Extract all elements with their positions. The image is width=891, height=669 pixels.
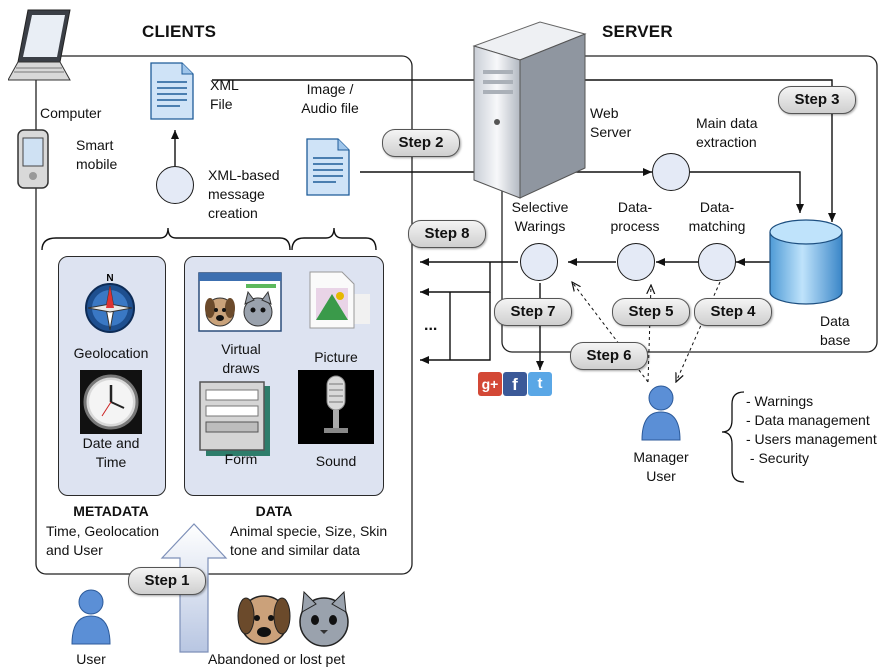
clients-container [35, 55, 413, 575]
facebook-icon[interactable]: f [503, 372, 527, 396]
clients-heading: CLIENTS [142, 22, 217, 41]
pet-icon [232, 588, 356, 648]
image-audio-file-icon [306, 138, 350, 201]
more-clients-ellipsis: ... [424, 317, 438, 334]
form-label: Form [224, 451, 258, 467]
google-plus-icon[interactable]: g+ [478, 372, 502, 396]
form-icon [198, 380, 270, 456]
step-2-button[interactable]: Step 2 [382, 129, 460, 157]
image-audio-file-label: Image /Audio file [301, 81, 359, 116]
clock-icon [80, 370, 142, 434]
data-process-node [617, 243, 655, 281]
picture-label: Picture [314, 349, 358, 365]
step-6-button[interactable]: Step 6 [570, 342, 648, 370]
manager-duties-list: - Warnings - Data management - Users man… [746, 393, 877, 466]
microphone-icon [298, 370, 374, 444]
step-4-button[interactable]: Step 4 [694, 298, 772, 326]
file-brace [291, 227, 377, 251]
virtual-draws-icon [198, 272, 282, 332]
computer-label: Computer [40, 105, 102, 121]
step-7-button[interactable]: Step 7 [494, 298, 572, 326]
server-heading: SERVER [602, 22, 673, 41]
data-matching-node [698, 243, 736, 281]
sound-label: Sound [315, 453, 357, 469]
web-server-icon [472, 21, 587, 199]
server-container [501, 55, 878, 353]
metadata-data-brace [41, 227, 291, 251]
user-icon [70, 588, 112, 646]
data-process-label: Data-process [610, 199, 660, 234]
laptop-icon [7, 6, 71, 94]
compass-icon: N [82, 272, 138, 341]
svg-text:N: N [106, 273, 113, 284]
xml-file-icon [150, 62, 194, 125]
database-icon [769, 219, 843, 305]
picture-icon [308, 270, 372, 332]
user-label: User [76, 651, 106, 667]
manager-user-icon [640, 384, 682, 442]
step-1-button[interactable]: Step 1 [128, 567, 206, 595]
smartphone-icon [16, 128, 52, 192]
xml-message-creation-node [156, 166, 194, 204]
metadata-heading: METADATA [73, 503, 149, 519]
twitter-icon[interactable]: t [528, 372, 552, 396]
pet-label: Abandoned or lost pet [208, 651, 345, 667]
main-data-extraction-node [652, 153, 690, 191]
data-heading: DATA [255, 503, 293, 519]
step-3-button[interactable]: Step 3 [778, 86, 856, 114]
selective-warnings-node [520, 243, 558, 281]
step-5-button[interactable]: Step 5 [612, 298, 690, 326]
data-matching-label: Data-matching [688, 199, 746, 234]
step-8-button[interactable]: Step 8 [408, 220, 486, 248]
geolocation-label: Geolocation [73, 345, 149, 361]
